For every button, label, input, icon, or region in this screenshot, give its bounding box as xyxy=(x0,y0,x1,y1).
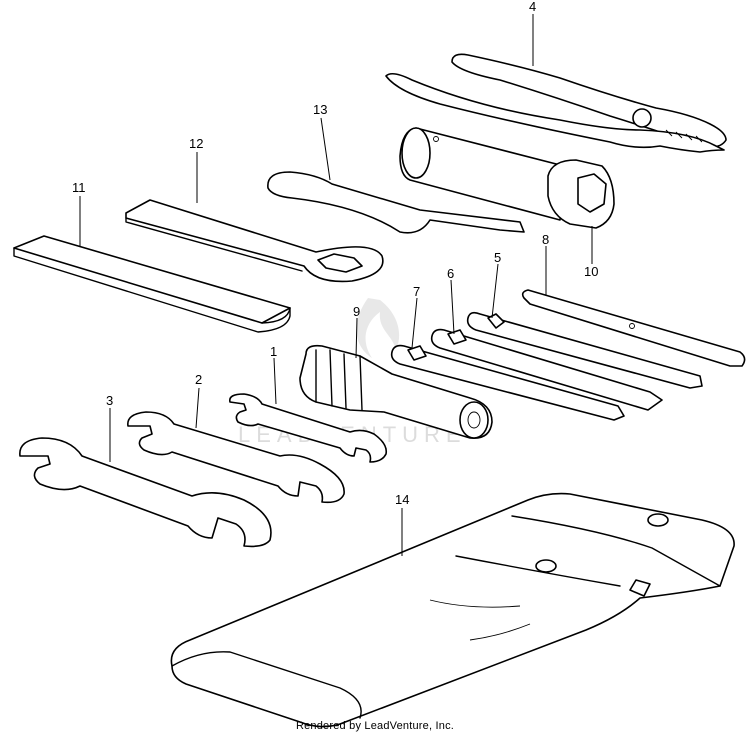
part-2-wrench-medium xyxy=(127,411,345,504)
callout-13: 13 xyxy=(313,102,327,117)
part-6-phillips-bit xyxy=(430,328,663,411)
callout-9: 9 xyxy=(353,304,360,319)
callout-10: 10 xyxy=(584,264,598,279)
part-9-handle xyxy=(299,344,493,439)
callout-14: 14 xyxy=(395,492,409,507)
part-11-flat-bar xyxy=(13,235,291,333)
part-7-flat-bit xyxy=(390,344,625,421)
part-4-pliers xyxy=(385,53,727,153)
footer-credit: Rendered by LeadVenture, Inc. xyxy=(295,720,455,732)
callout-3: 3 xyxy=(106,393,113,408)
part-1-wrench-small xyxy=(228,393,388,463)
callout-1: 1 xyxy=(270,344,277,359)
callout-12: 12 xyxy=(189,136,203,151)
part-12-hex-plate xyxy=(125,199,384,283)
callout-6: 6 xyxy=(447,266,454,281)
callout-11: 11 xyxy=(72,180,86,195)
callout-4: 4 xyxy=(529,0,536,14)
callout-7: 7 xyxy=(413,284,420,299)
part-10-socket-tube xyxy=(399,127,615,229)
part-13-spanner xyxy=(267,171,525,234)
part-8-flat-tool xyxy=(521,289,746,367)
callout-8: 8 xyxy=(542,232,549,247)
part-14-tool-bag xyxy=(170,492,735,728)
callout-2: 2 xyxy=(195,372,202,387)
callout-labels: 4 13 12 11 10 8 5 6 7 9 1 2 3 14 xyxy=(72,0,598,507)
callout-5: 5 xyxy=(494,250,501,265)
watermark-flame-icon xyxy=(356,298,400,358)
leader-lines xyxy=(79,14,593,556)
part-3-wrench-large xyxy=(19,437,272,548)
